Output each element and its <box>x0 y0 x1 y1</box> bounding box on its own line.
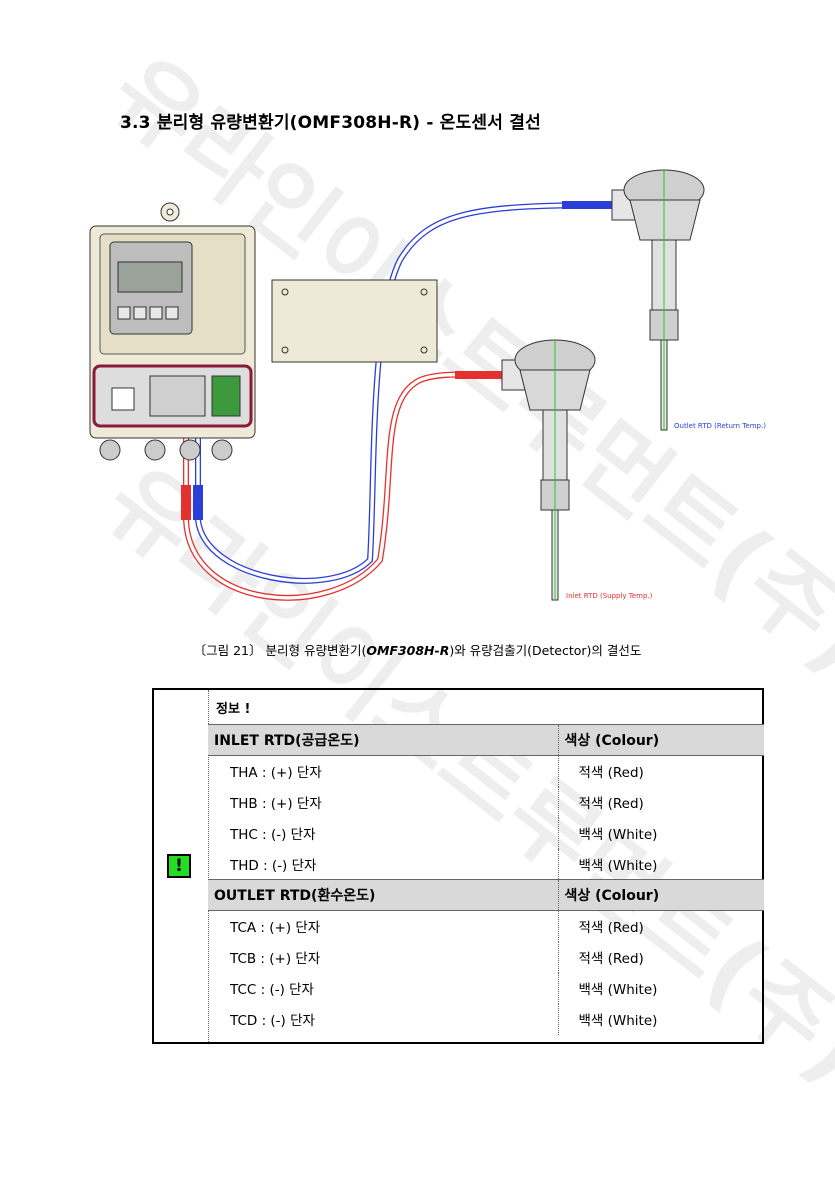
blank-plate <box>271 279 438 363</box>
red-cable-sleeve <box>181 485 191 520</box>
section-title: 3.3 분리형 유량변환기(OMF308H-R) - 온도센서 결선 <box>120 113 541 133</box>
outlet-rtd-label: Outlet RTD (Return Temp.) <box>674 422 766 430</box>
rtd-colour-table: INLET RTD(공급온도) 색상 (Colour) THA : (+) 단자… <box>208 724 764 1035</box>
info-title: 정보 ! <box>216 702 251 717</box>
info-box: ! 정보 ! INLET RTD(공급온도) 색상 (Colour) THA :… <box>152 688 764 1044</box>
table-header-outlet: OUTLET RTD(환수온도) 색상 (Colour) <box>208 879 764 911</box>
caption-model: OMF308H-R <box>366 643 450 658</box>
info-icon-column: ! <box>154 690 209 1042</box>
blue-cable-sleeve <box>193 485 203 520</box>
red-cable <box>183 371 506 601</box>
converter-housing <box>89 202 256 461</box>
figure-caption: 〔그림 21〕 분리형 유량변환기(OMF308H-R)와 유량검출기(Dete… <box>193 643 642 658</box>
inlet-rtd-sensor <box>501 339 596 601</box>
outlet-rtd-sensor <box>611 169 705 431</box>
blue-cable <box>195 201 616 584</box>
exclamation-icon: ! <box>167 854 191 878</box>
table-header-inlet: INLET RTD(공급온도) 색상 (Colour) <box>208 724 764 756</box>
inlet-rtd-label: Inlet RTD (Supply Temp.) <box>566 592 653 600</box>
